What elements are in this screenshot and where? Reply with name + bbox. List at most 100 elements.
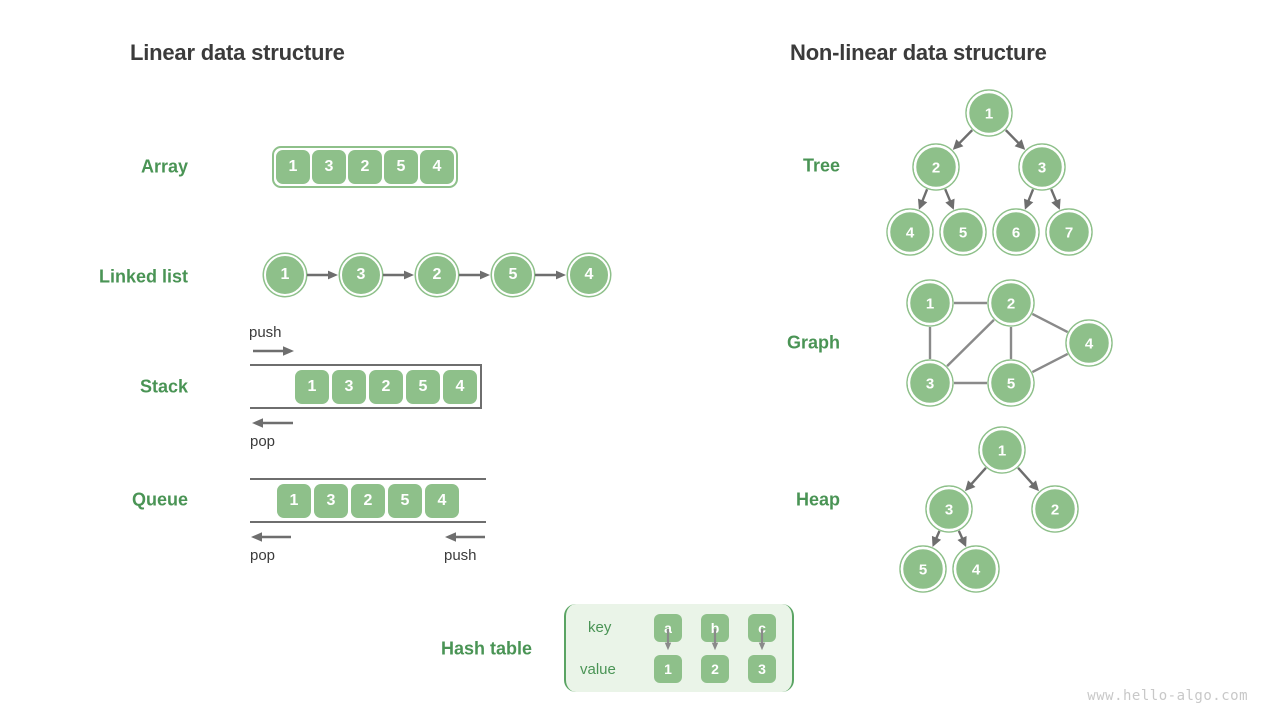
stack-pop-label: pop [250, 433, 276, 450]
graph-node-label: 4 [906, 225, 915, 242]
arrow-head-icon [1014, 139, 1026, 150]
array-cell: 4 [420, 150, 454, 184]
stack-cell: 4 [443, 369, 477, 404]
hash-table-widget: key value a b c 1 2 3 [564, 604, 794, 692]
arrow-right-icon [535, 270, 566, 280]
arrow-head-icon [952, 139, 964, 150]
graph-node-label: 7 [1065, 225, 1073, 242]
graph-node: 5 [899, 545, 947, 593]
stack-cell: 2 [369, 369, 403, 404]
arrow-right-icon [383, 270, 414, 280]
directed-edge [1017, 467, 1035, 486]
graph-node-label: 5 [959, 225, 967, 242]
hash-table-value-cell: 2 [701, 655, 729, 683]
stack-cell: 3 [332, 369, 366, 404]
arrow-down-icon [711, 629, 719, 651]
graph-node: 1 [965, 89, 1013, 137]
tree-figure: 1 2 3 4 5 6 7 [886, 89, 1093, 256]
heading-nonlinear-data-structure: Non-linear data structure [790, 40, 1047, 65]
heap-edges [931, 467, 1039, 548]
hash-table-value-cell: 1 [654, 655, 682, 683]
edge [1031, 352, 1069, 374]
graph-node: 3 [1018, 143, 1066, 191]
directed-edge [944, 188, 952, 203]
queue-cell: 1 [277, 483, 311, 518]
graph-node-label: 1 [926, 296, 934, 313]
queue-cell: 2 [351, 483, 385, 518]
hash-table-value-row-label: value [580, 661, 616, 678]
graph-node: 5 [987, 359, 1035, 407]
stack-cell: 1 [295, 369, 329, 404]
hash-table-value-cell: 3 [748, 655, 776, 683]
graph-node: 5 [939, 208, 987, 256]
arrow-head-icon [957, 535, 967, 548]
graph-node-label: 2 [1051, 502, 1059, 519]
graph-node: 3 [925, 485, 973, 533]
graph-node-label: 4 [972, 562, 981, 579]
linked-list-node: 4 [568, 254, 610, 296]
linked-list-widget: 1 3 2 5 4 [264, 254, 610, 296]
footer-url: www.hello-algo.com [1087, 688, 1248, 704]
arrow-right-icon [253, 346, 294, 356]
graph-node-label: 6 [1012, 225, 1020, 242]
graph-node: 2 [912, 143, 960, 191]
graph-node: 4 [952, 545, 1000, 593]
graph-node: 7 [1045, 208, 1093, 256]
linked-list-node: 2 [416, 254, 458, 296]
arrow-head-icon [931, 535, 942, 547]
graph-node: 4 [886, 208, 934, 256]
graph-node: 1 [978, 426, 1026, 474]
arrow-right-icon [459, 270, 490, 280]
arrow-right-icon [307, 270, 338, 280]
label-graph: Graph [786, 332, 840, 353]
stack-cell: 5 [406, 369, 440, 404]
arrow-left-icon [445, 532, 485, 542]
arrow-down-icon [664, 629, 672, 651]
hash-table-key-row-label: key [588, 619, 612, 636]
arrow-left-icon [252, 418, 293, 428]
stack-widget: 1 3 2 5 4 [250, 364, 482, 409]
queue-cell: 4 [425, 483, 459, 518]
arrow-left-icon [251, 532, 291, 542]
array-cell: 5 [384, 150, 418, 184]
directed-edge [1050, 188, 1058, 203]
graph-node: 4 [1065, 319, 1113, 367]
edge [946, 319, 995, 367]
directed-edge [969, 467, 987, 486]
arrow-head-icon [965, 480, 976, 492]
graph-node: 6 [992, 208, 1040, 256]
array-cell: 3 [312, 150, 346, 184]
arrow-head-icon [917, 198, 928, 210]
heap-figure: 1 3 2 5 4 [899, 426, 1079, 593]
array-widget: 1 3 2 5 4 [272, 146, 458, 188]
graph-node: 2 [987, 279, 1035, 327]
directed-edge [957, 129, 974, 146]
graph-node-label: 2 [932, 160, 940, 177]
graph-node: 1 [906, 279, 954, 327]
label-linked-list: Linked list [98, 266, 188, 287]
directed-edge [920, 188, 929, 203]
label-array: Array [140, 156, 188, 177]
graph-node-label: 3 [945, 502, 953, 519]
graph-node: 2 [1031, 485, 1079, 533]
queue-push-label: push [444, 547, 477, 564]
label-stack: Stack [139, 376, 188, 397]
tree-nodes: 1 2 3 4 5 6 7 [886, 89, 1093, 256]
directed-edge [1026, 188, 1035, 203]
linked-list-node: 3 [340, 254, 382, 296]
linked-list-node: 1 [264, 254, 306, 296]
graph-node-label: 3 [1038, 160, 1046, 177]
heap-nodes: 1 3 2 5 4 [899, 426, 1079, 593]
directed-edge [1004, 129, 1021, 146]
queue-widget: 1 3 2 5 4 [250, 478, 486, 523]
heading-linear-data-structure: Linear data structure [130, 40, 345, 65]
array-cell: 2 [348, 150, 382, 184]
linked-list-node: 5 [492, 254, 534, 296]
label-heap: Heap [795, 489, 840, 510]
edge [1031, 312, 1069, 334]
arrow-down-icon [758, 629, 766, 651]
graph-node-label: 4 [1085, 336, 1094, 353]
